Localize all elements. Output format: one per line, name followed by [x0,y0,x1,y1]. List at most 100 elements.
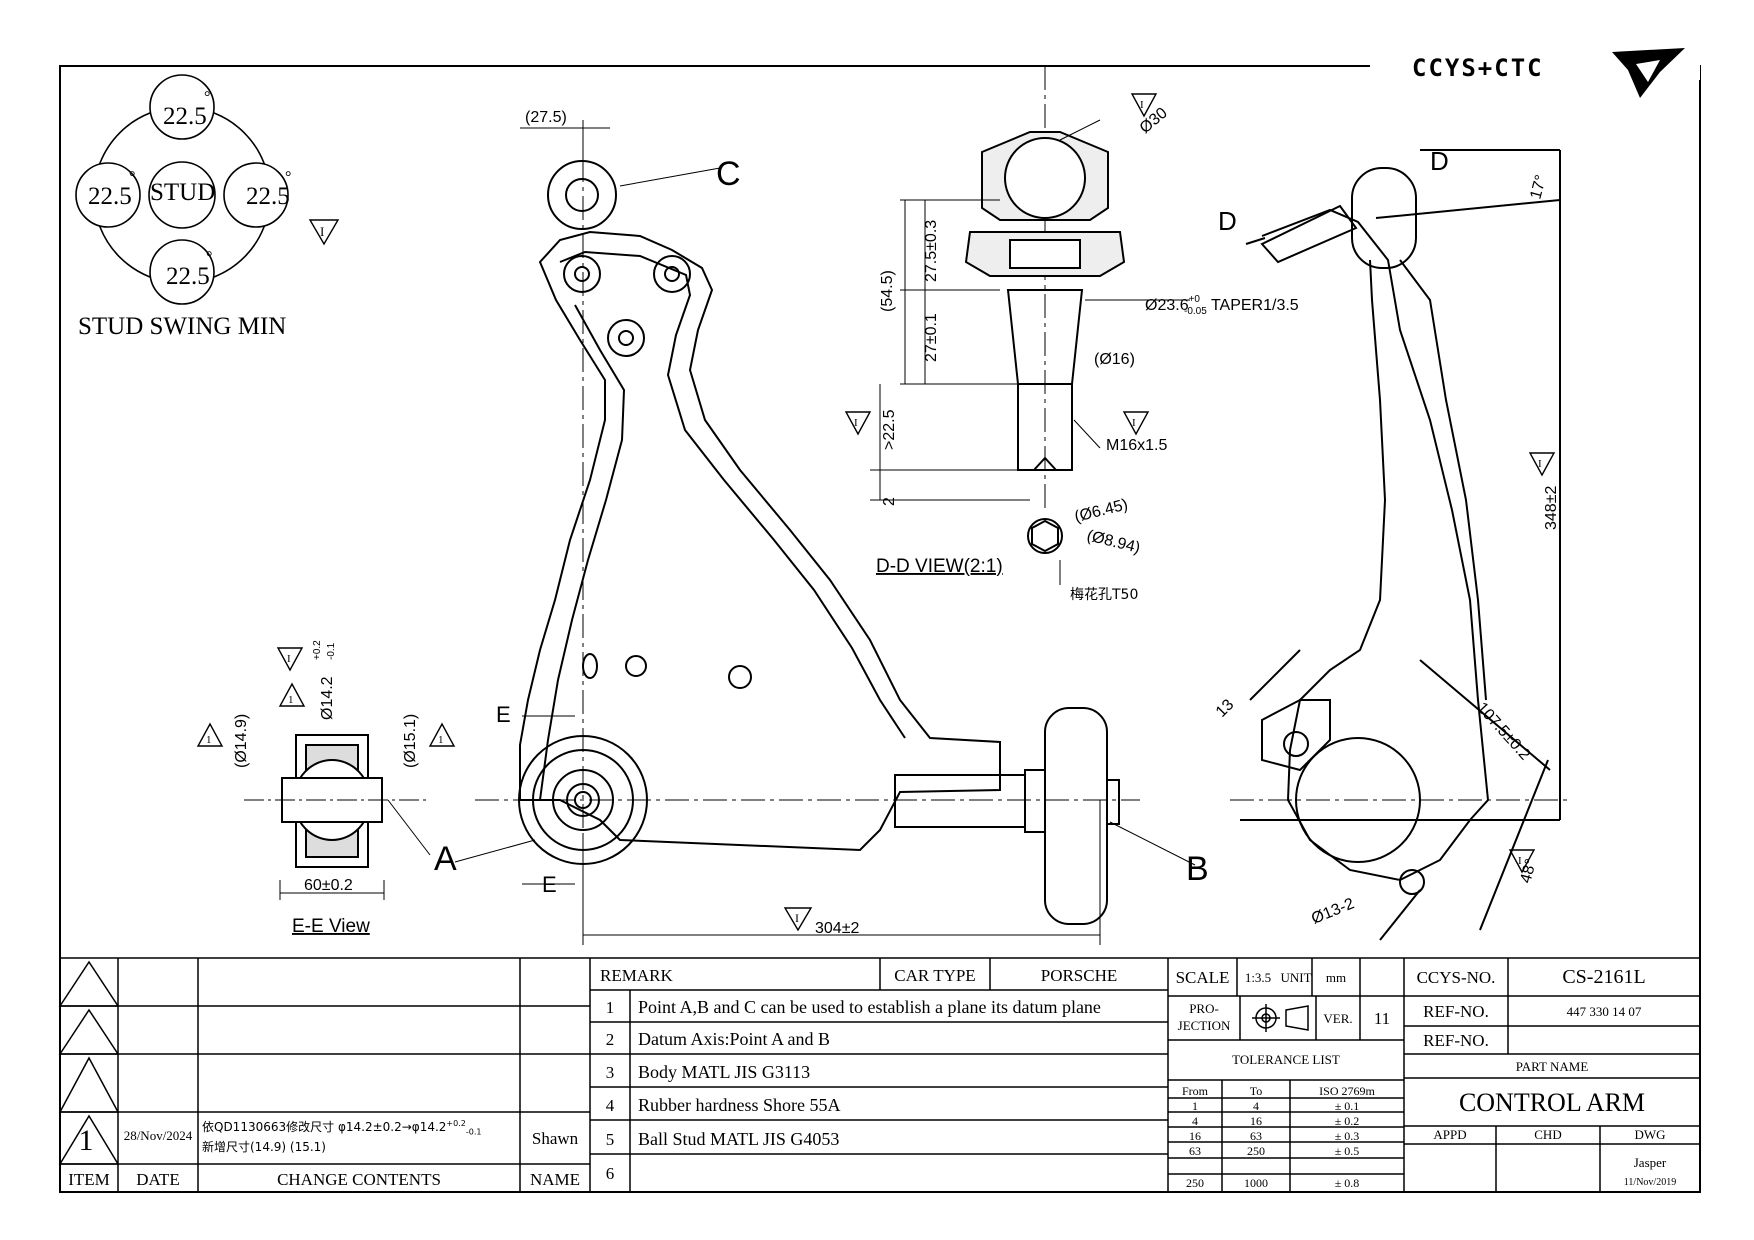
tol-from-4: 63 [1189,1144,1201,1158]
remark-no-6: 6 [605,1164,615,1183]
unit-label: UNIT [1280,970,1312,985]
dim-thread: M16x1.5 [1106,437,1167,454]
dim-8-94: (Ø8.94) [1085,527,1142,557]
revision-item-1: 1 [78,1124,94,1157]
ee-section-view [244,734,431,900]
rev-mark-3: 1 [288,694,294,706]
car-type-value: PORSCHE [1040,966,1118,985]
dim-27: 27±0.1 [923,313,940,362]
dim-14-9: (Ø14.9) [233,714,250,768]
view-dd-title: D-D VIEW(2:1) [876,556,1003,577]
insp-mark-side-1: I [1538,458,1542,470]
inspection-triangle-icon: I [308,219,340,246]
tol-header-from: From [1181,1084,1208,1098]
dim-27-5: (27.5) [525,109,567,126]
ver-label: VER. [1323,1011,1353,1026]
remark-no-4: 4 [605,1096,615,1115]
remark-text-2: Datum Axis:Point A and B [638,1029,831,1049]
scale-label: SCALE [1175,968,1230,987]
ref-no-value-1: 447 330 14 07 [1566,1004,1642,1019]
remark-text-4: Rubber hardness Shore 55A [638,1095,841,1115]
view-ee-title: E-E View [292,916,370,937]
inspection-triangle-icon: I [783,907,813,932]
revision-name-1: Shawn [531,1129,579,1148]
dim-13-2: Ø13-2 [1309,895,1357,927]
ccys-no-label: CCYS-NO. [1416,968,1496,987]
svg-text:I: I [795,911,799,925]
svg-text:I: I [320,224,324,239]
label-section-d-left: D [1218,206,1237,236]
tol-from-5: 250 [1186,1176,1204,1190]
stud-swing-diagram [75,74,289,305]
revision-triangle-icon [196,647,456,747]
label-point-a: A [434,840,457,878]
label-section-e-top: E [496,702,511,727]
stud-swing-title: STUD SWING MIN [78,313,286,340]
tol-iso-3: ± 0.3 [1334,1129,1360,1143]
revision-header-name: NAME [529,1170,581,1189]
dim-48: 48° [1517,857,1540,885]
tol-iso-4: ± 0.5 [1334,1144,1360,1158]
appd-label: APPD [1433,1127,1467,1142]
tol-to-3: 63 [1250,1129,1262,1143]
control-arm-side-view [1240,149,1561,941]
insp-mark-dd-2: I [854,417,858,429]
tolerance-title: TOLERANCE LIST [1232,1052,1340,1067]
revision-header-date: DATE [136,1170,180,1189]
revision-content-1a: 依QD1130663修改尺寸 φ14.2±0.2→φ14.2+0.2-0.1 [202,1119,482,1137]
revision-content-1b: 新增尺寸(14.9) (15.1) [202,1140,326,1154]
tol-iso-1: ± 0.1 [1334,1099,1360,1113]
dim-14-2-sub: -0.1 [326,642,337,660]
revision-date-1: 28/Nov/2024 [123,1128,193,1143]
tol-from-1: 1 [1192,1099,1198,1113]
stud-swing-angle-bottom: 22.5 [166,263,210,290]
insp-mark-ee: I [287,653,291,665]
tol-from-2: 4 [1192,1114,1198,1128]
revision-header-item: ITEM [68,1170,110,1189]
tol-iso-5: ± 0.8 [1334,1176,1360,1190]
insp-mark-dd-1: I [1140,99,1144,111]
part-name-label: PART NAME [1515,1059,1589,1074]
stud-swing-angle-top: 22.5 [163,103,207,130]
dwg-label: DWG [1634,1127,1666,1142]
dim-15-1: (Ø15.1) [402,714,419,768]
ver-value: 11 [1373,1009,1391,1028]
tol-header-to: To [1249,1084,1263,1098]
dim-348: 348±2 [1543,486,1560,530]
chd-label: CHD [1534,1127,1562,1142]
revision-header-contents: CHANGE CONTENTS [277,1170,441,1189]
dim-2: 2 [881,497,898,506]
inspection-triangle-icon [844,93,1556,874]
remark-no-2: 2 [605,1030,615,1049]
tol-iso-2: ± 0.2 [1334,1114,1360,1128]
drawing-frame [59,65,1701,1193]
remark-text-3: Body MATL JIS G3113 [638,1062,811,1082]
dim-taper: Ø23.6+0-0.05 TAPER1/3.5 [1145,294,1299,317]
plan-view-dimension-lines [454,127,1196,945]
brand-logo: CCYS+CTC [1370,48,1700,98]
rev-mark-1: 1 [206,734,212,746]
dim-14-2-sup: +0.2 [312,640,323,660]
tol-from-3: 16 [1189,1129,1201,1143]
dim-14-2: Ø14.2 [319,676,336,720]
label-point-b: B [1186,850,1209,888]
remark-no-5: 5 [605,1130,615,1149]
part-name-value: CONTROL ARM [1458,1088,1646,1117]
dim-6-45: (Ø6.45) [1073,496,1130,526]
ref-no-label-2: REF-NO. [1423,1031,1489,1050]
tol-to-5: 1000 [1244,1176,1268,1190]
scale-value: 1:3.5 [1244,970,1272,985]
rev-mark-2: 1 [438,734,444,746]
stud-swing-angle-left: 22.5 [88,183,132,210]
dim-27-5-tol: 27.5±0.3 [923,220,940,282]
label-section-d-right: D [1430,146,1449,176]
degree-mark-3: ° [285,169,291,186]
dim-13: 13 [1213,696,1238,721]
centerlines [475,66,1570,920]
ccys-no-value: CS-2161L [1562,966,1646,988]
car-type-label: CAR TYPE [894,966,976,985]
dim-torx: 梅花孔T50 [1070,587,1138,603]
stud-swing-center: STUD [150,179,215,206]
tol-to-1: 4 [1253,1099,1259,1113]
remark-text-5: Ball Stud MATL JIS G4053 [638,1129,840,1149]
